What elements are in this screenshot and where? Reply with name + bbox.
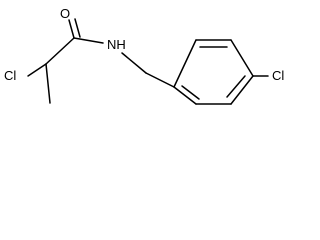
ring-double-inner-right bbox=[226, 75, 246, 98]
chemical-structure: O NH Cl Cl bbox=[4, 6, 284, 105]
ring-bond-4 bbox=[230, 39, 254, 77]
oxygen-atom-label: O bbox=[60, 6, 70, 21]
bond-ch2-ring bbox=[145, 72, 175, 88]
bond-c2-c3 bbox=[45, 63, 51, 104]
bond-c1-o-outer bbox=[68, 19, 75, 39]
chlorine-right-label: Cl bbox=[272, 68, 284, 83]
ring-double-inner-left bbox=[181, 85, 200, 100]
nh-group-label: NH bbox=[107, 37, 126, 52]
bond-c2-c1 bbox=[45, 37, 75, 65]
bond-c1-n bbox=[73, 37, 104, 44]
ring-bond-1 bbox=[173, 86, 197, 105]
bond-cl-c2 bbox=[27, 63, 47, 77]
ring-bond-6 bbox=[173, 39, 197, 88]
chlorine-left-label: Cl bbox=[4, 68, 16, 83]
bond-n-ch2 bbox=[121, 52, 147, 74]
ring-bond-3 bbox=[230, 75, 254, 105]
bond-c1-o-inner bbox=[74, 18, 81, 38]
